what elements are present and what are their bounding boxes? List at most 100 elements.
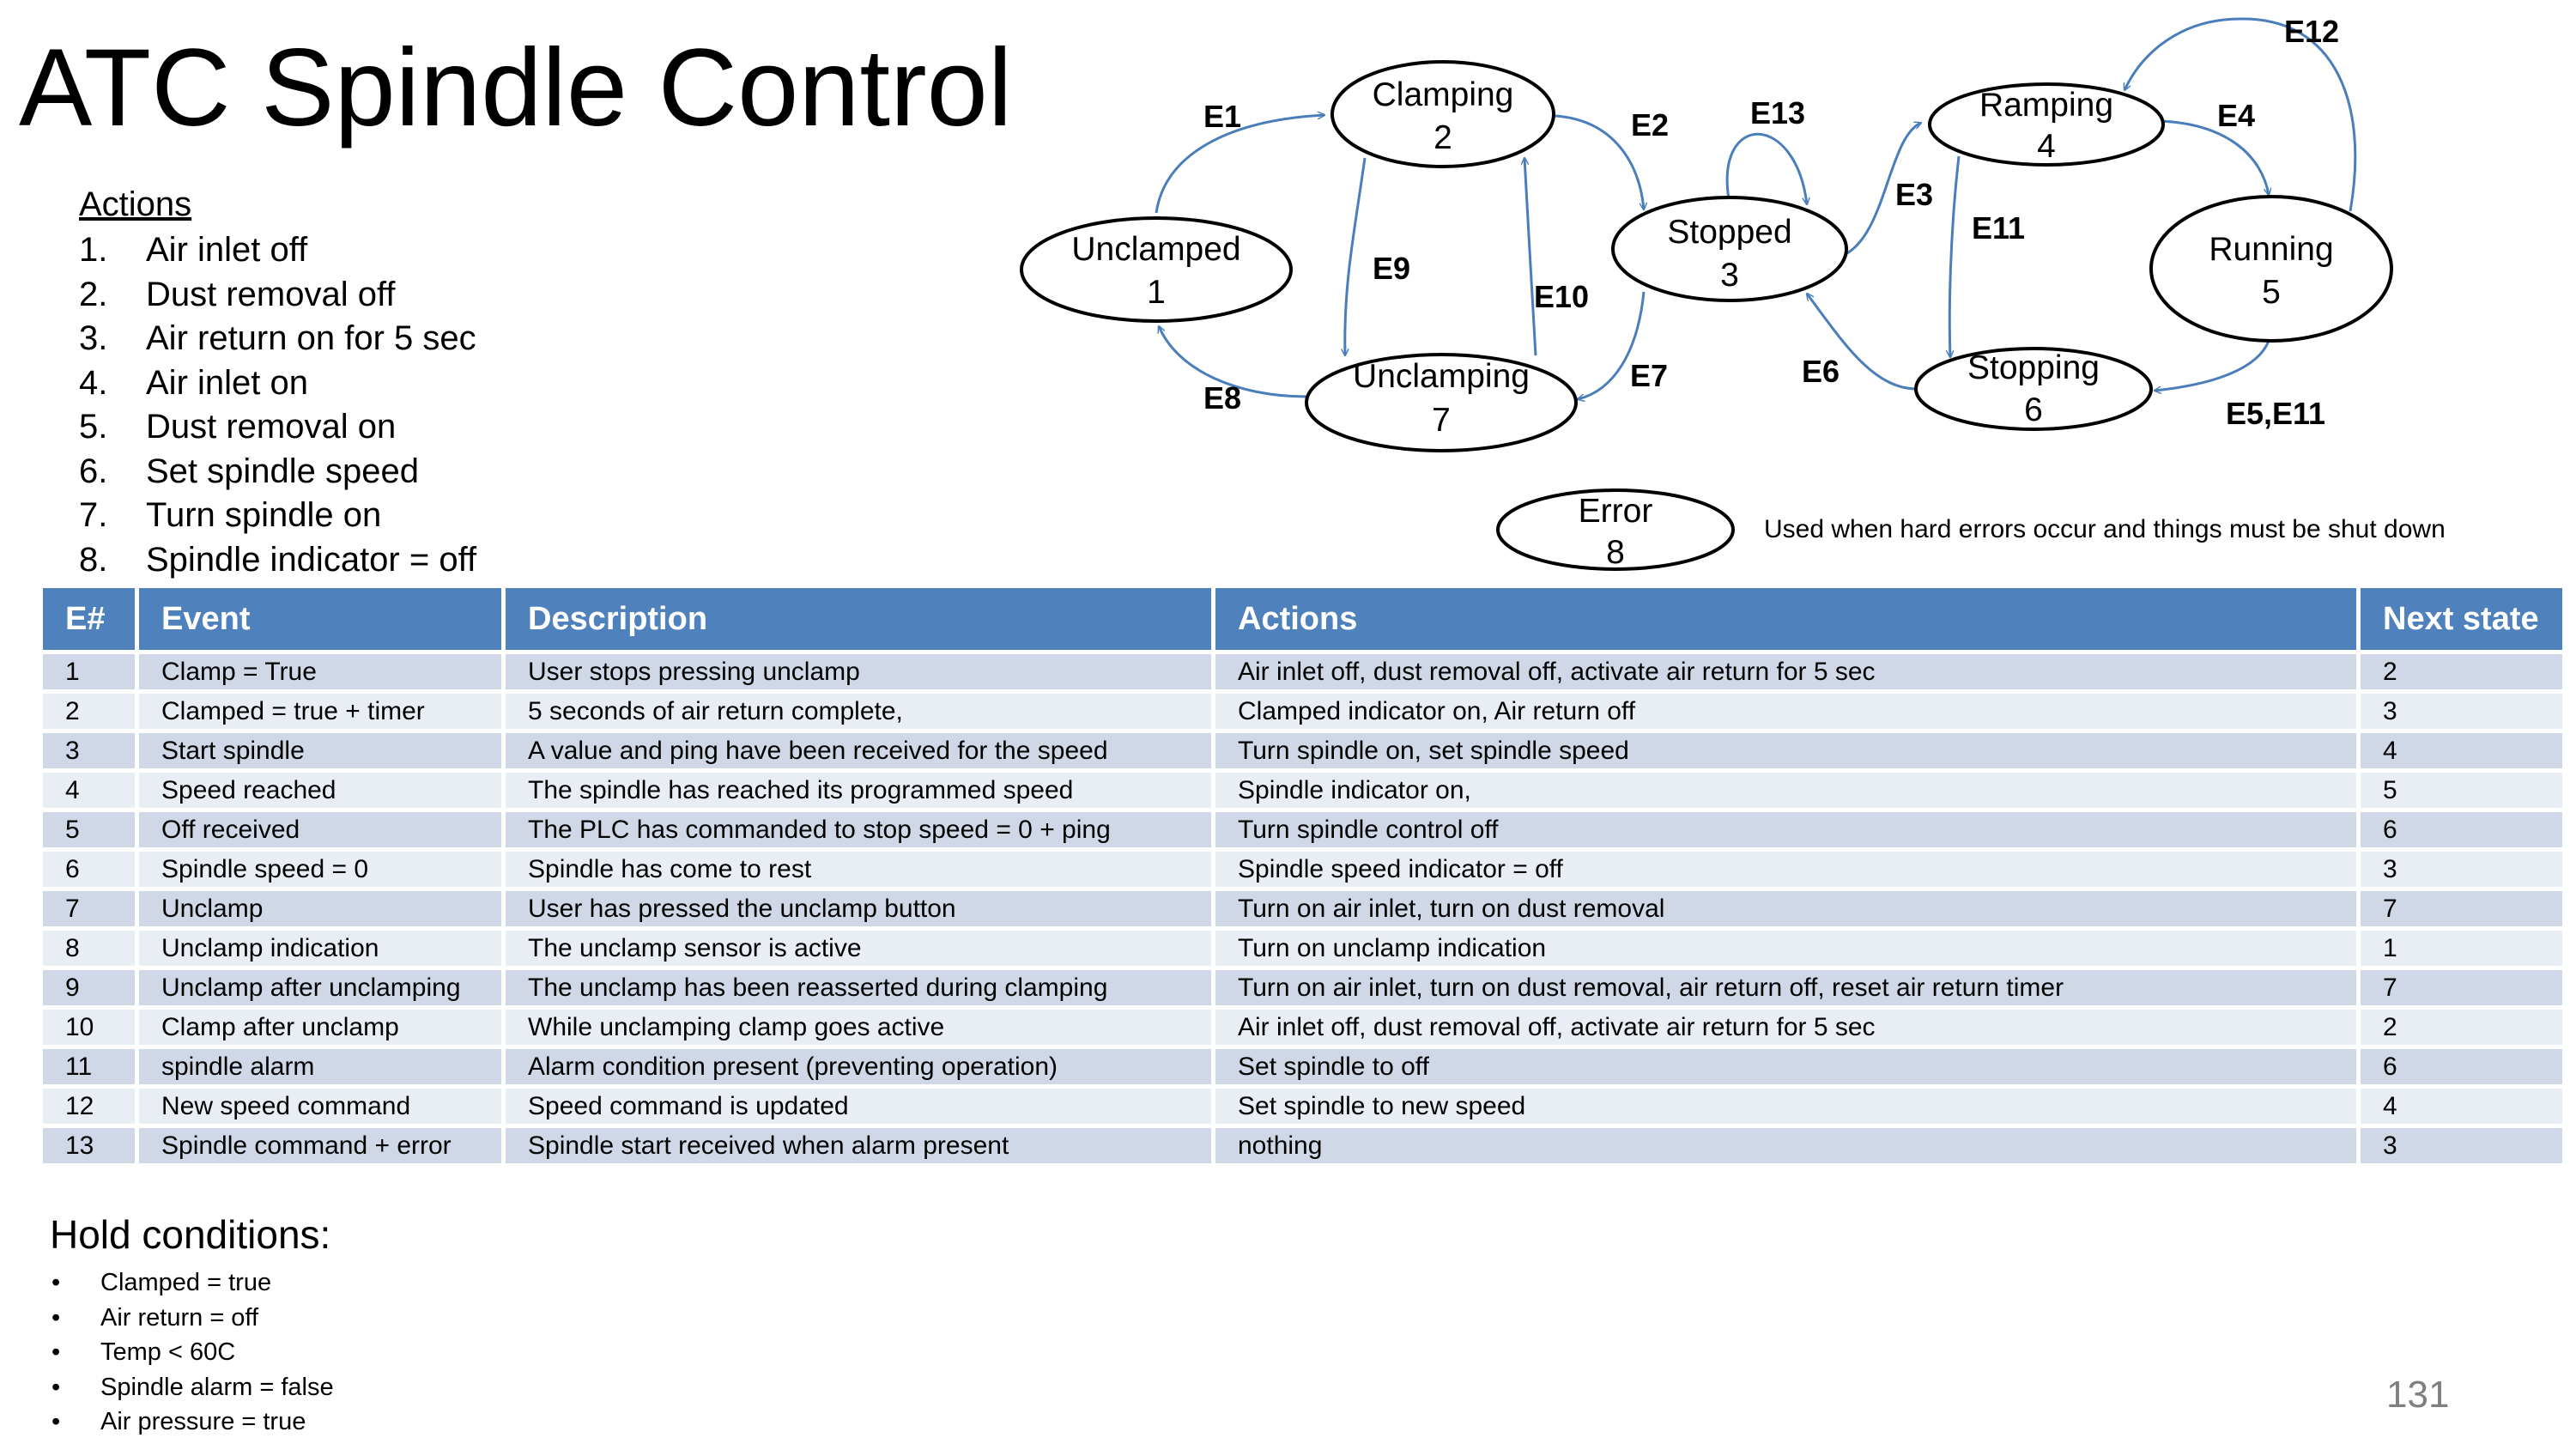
state-ramping: Ramping 4 [1928, 82, 2165, 167]
cell-next-state: 3 [2361, 1128, 2562, 1163]
cell-event: Unclamp after unclamping [139, 970, 501, 1005]
table-row: 6 Spindle speed = 0 Spindle has come to … [43, 852, 2562, 887]
condition-text: Air pressure = true [100, 1408, 306, 1435]
cell-actions: Turn on air inlet, turn on dust removal [1215, 891, 2356, 926]
item-text: Air inlet off [146, 231, 308, 269]
state-stopping: Stopping 6 [1914, 347, 2153, 431]
cell-next-state: 6 [2361, 1049, 2562, 1084]
column-header-actions: Actions [1215, 588, 2356, 650]
label-e12: E12 [2284, 14, 2339, 49]
transition-e6 [1807, 294, 1917, 391]
cell-description: Spindle start received when alarm presen… [506, 1128, 1211, 1163]
transition-e2 [1555, 114, 1644, 209]
list-item: 2.Dust removal off [79, 273, 476, 318]
state-diagram: Unclamped 1 Clamping 2 Stopped 3 Ramping… [1020, 14, 2393, 571]
column-header-number: E# [43, 588, 135, 650]
table-row: 1 Clamp = True User stops pressing uncla… [43, 654, 2562, 689]
cell-event: New speed command [139, 1089, 501, 1124]
label-e9: E9 [1373, 251, 1410, 286]
transition-e13 [1725, 132, 1807, 204]
list-item: 5.Dust removal on [79, 405, 476, 450]
item-text: Air return on for 5 sec [146, 319, 476, 357]
label-e3: E3 [1895, 177, 1933, 212]
condition-text: Clamped = true [100, 1269, 272, 1296]
transition-e7 [1578, 291, 1646, 399]
cell-next-state: 7 [2361, 891, 2562, 926]
cell-next-state: 6 [2361, 812, 2562, 847]
cell-number: 4 [43, 773, 135, 808]
item-number: 7. [79, 496, 108, 534]
state-number: 6 [2024, 391, 2043, 428]
state-error: Error 8 [1496, 488, 1735, 571]
bullet-icon: • [52, 1338, 61, 1366]
list-item: 6.Set spindle speed [79, 450, 476, 494]
hold-conditions-heading: Hold conditions: [50, 1212, 331, 1257]
item-number: 5. [79, 408, 108, 446]
list-item: •Air return = off [50, 1301, 334, 1336]
cell-actions: Air inlet off, dust removal off, activat… [1215, 1010, 2356, 1045]
cell-number: 8 [43, 931, 135, 966]
cell-next-state: 4 [2361, 733, 2562, 768]
list-item: 7.Turn spindle on [79, 494, 476, 538]
cell-event: Spindle command + error [139, 1128, 501, 1163]
cell-number: 11 [43, 1049, 135, 1084]
error-state-note: Used when hard errors occur and things m… [1764, 515, 2446, 543]
cell-event: Spindle speed = 0 [139, 852, 501, 887]
transition-e1 [1155, 115, 1324, 214]
cell-next-state: 7 [2361, 970, 2562, 1005]
list-item: 3.Air return on for 5 sec [79, 317, 476, 361]
cell-description: While unclamping clamp goes active [506, 1010, 1211, 1045]
cell-number: 6 [43, 852, 135, 887]
cell-number: 13 [43, 1128, 135, 1163]
cell-next-state: 3 [2361, 694, 2562, 729]
state-name: Unclamped [1071, 231, 1240, 268]
condition-text: Air return = off [100, 1303, 259, 1332]
transition-e12 [2124, 17, 2357, 212]
list-item: 1.Air inlet off [79, 228, 476, 273]
cell-next-state: 2 [2361, 654, 2562, 689]
cell-actions: Air inlet off, dust removal off, activat… [1215, 654, 2356, 689]
cell-description: User stops pressing unclamp [506, 654, 1211, 689]
table-row: 11 spindle alarm Alarm condition present… [43, 1049, 2562, 1084]
table-row: 8 Unclamp indication The unclamp sensor … [43, 931, 2562, 966]
state-name: Running [2209, 231, 2333, 268]
transition-e4 [2159, 119, 2269, 195]
column-header-description: Description [506, 588, 1211, 650]
transition-e5-e11 [2155, 340, 2270, 391]
cell-actions: Spindle indicator on, [1215, 773, 2356, 808]
state-name: Stopping [1967, 349, 2100, 386]
column-header-next-state: Next state [2361, 588, 2562, 650]
list-item: •Clamped = true [50, 1265, 334, 1301]
table-row: 4 Speed reached The spindle has reached … [43, 773, 2562, 808]
bullet-icon: • [52, 1408, 61, 1435]
bullet-icon: • [52, 1373, 61, 1401]
table-row: 13 Spindle command + error Spindle start… [43, 1128, 2562, 1163]
transition-e3 [1845, 123, 1921, 256]
state-number: 1 [1147, 274, 1166, 311]
event-table: E# Event Description Actions Next state … [39, 584, 2567, 1168]
label-e11: E11 [1972, 210, 2025, 246]
state-name: Error [1579, 493, 1653, 530]
cell-event: spindle alarm [139, 1049, 501, 1084]
table-header-row: E# Event Description Actions Next state [43, 588, 2562, 650]
condition-text: Spindle alarm = false [100, 1373, 334, 1401]
cell-event: Clamped = true + timer [139, 694, 501, 729]
cell-next-state: 1 [2361, 931, 2562, 966]
cell-number: 2 [43, 694, 135, 729]
label-e10: E10 [1534, 279, 1589, 314]
cell-description: Speed command is updated [506, 1089, 1211, 1124]
cell-actions: Clamped indicator on, Air return off [1215, 694, 2356, 729]
column-header-event: Event [139, 588, 501, 650]
actions-list: Actions 1.Air inlet off 2.Dust removal o… [79, 180, 476, 582]
state-name: Clamping [1373, 76, 1514, 113]
cell-number: 5 [43, 812, 135, 847]
cell-actions: Spindle speed indicator = off [1215, 852, 2356, 887]
state-unclamped: Unclamped 1 [1020, 216, 1293, 323]
page-title: ATC Spindle Control [19, 27, 1013, 149]
cell-actions: nothing [1215, 1128, 2356, 1163]
label-e1: E1 [1203, 99, 1241, 134]
hold-conditions: Hold conditions: •Clamped = true •Air re… [50, 1210, 334, 1440]
state-number: 5 [2262, 274, 2281, 311]
cell-number: 12 [43, 1089, 135, 1124]
label-e2: E2 [1631, 107, 1669, 143]
